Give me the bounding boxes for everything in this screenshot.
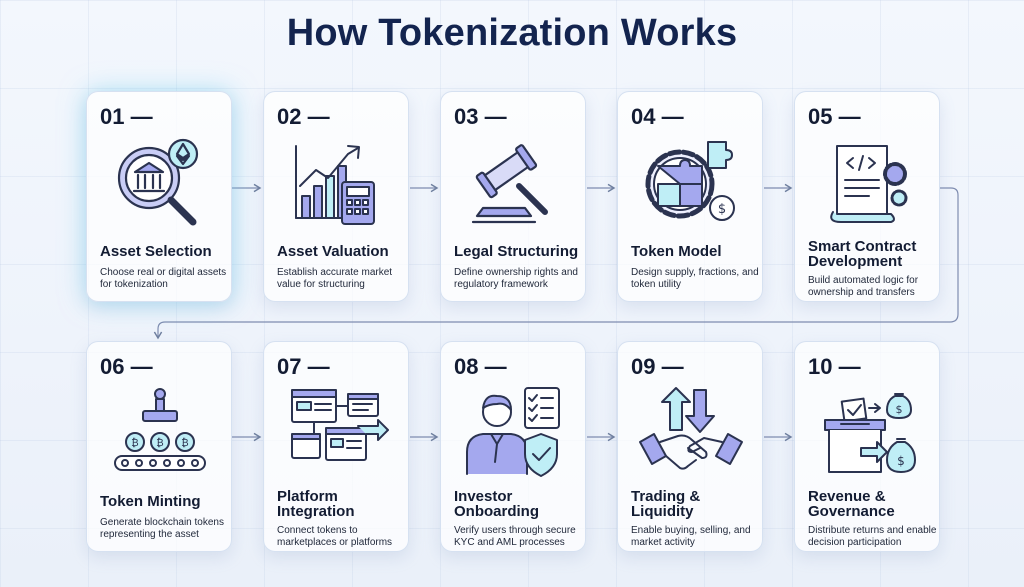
step-description: Choose real or digital assets for tokeni… (100, 267, 227, 290)
step-card-02: 02 — Asset Valuation Establish accurate … (263, 91, 409, 302)
step-card-03: 03 — Legal Structuring Define ownership … (440, 91, 586, 302)
step-number: 05 — (808, 104, 861, 129)
step-number: 01 — (100, 104, 153, 129)
step-title: Asset Selection (100, 243, 212, 260)
step-description: Generate blockchain tokens representing … (100, 517, 224, 540)
svg-text:₿: ₿ (131, 437, 138, 449)
step-number: 09 — (631, 354, 684, 379)
step-description: Enable buying, selling, and market activ… (631, 525, 751, 548)
step-card-05: 05 — Smart Contract Development Build au… (794, 91, 940, 302)
svg-text:$: $ (897, 454, 905, 468)
step-number: 08 — (454, 354, 507, 379)
step-description: Design supply, fractions, and token util… (631, 267, 759, 290)
magnifier-bank-icon (117, 138, 199, 226)
step-title: Token Model (631, 243, 722, 260)
step-card-10: 10 — $ $ Revenue & Governance Distribute… (794, 341, 940, 552)
step-title: Revenue & Governance (808, 488, 895, 520)
step-number: 04 — (631, 104, 684, 129)
step-title: Legal Structuring (454, 243, 579, 260)
step-title: Asset Valuation (277, 243, 389, 260)
connector-5-6 (153, 187, 959, 340)
step-number: 03 — (454, 104, 507, 129)
handshake-arrows-icon (639, 387, 743, 470)
contract-code-icon (830, 145, 908, 223)
gavel-icon (471, 144, 548, 224)
step-number: 06 — (100, 354, 153, 379)
chart-calculator-icon (295, 145, 375, 225)
step-title: Platform Integration (277, 488, 355, 520)
step-number: 07 — (277, 354, 330, 379)
investor-shield-icon (466, 387, 560, 477)
step-card-06: 06 — ₿ ₿ ₿ Token Minting Generate blockc… (86, 341, 232, 552)
step-card-08: 08 — Investor Onboarding Verify users th… (440, 341, 586, 552)
step-title: Investor Onboarding (454, 488, 539, 520)
step-description: Distribute returns and enable decision p… (808, 525, 937, 548)
svg-text:₿: ₿ (181, 437, 188, 449)
step-description: Establish accurate market value for stru… (277, 267, 393, 290)
step-description: Verify users through secure KYC and AML … (454, 525, 576, 548)
step-card-07: 07 — Platform Integration Connect tokens… (263, 341, 409, 552)
svg-text:₿: ₿ (156, 437, 163, 449)
step-title: Token Minting (100, 493, 201, 510)
step-number: 10 — (808, 354, 861, 379)
step-description: Build automated logic for ownership and … (808, 275, 919, 298)
stamp-coins-icon: ₿ ₿ ₿ (114, 388, 206, 471)
svg-text:$: $ (896, 403, 903, 416)
puzzle-gear-icon: $ (645, 141, 735, 221)
step-card-04: 04 — $ Token Model Design supply, fracti… (617, 91, 763, 302)
step-number: 02 — (277, 104, 330, 129)
step-card-09: 09 — Trading & Liquidity Enable buying, … (617, 341, 763, 552)
step-title: Smart Contract Development (808, 238, 917, 270)
browser-windows-icon (291, 389, 389, 461)
step-description: Define ownership rights and regulatory f… (454, 267, 578, 290)
step-title: Trading & Liquidity (631, 488, 701, 520)
page-title: How Tokenization Works (286, 12, 738, 54)
ballot-money-icon: $ $ (824, 393, 916, 473)
step-description: Connect tokens to marketplaces or platfo… (277, 525, 393, 548)
step-card-01: 01 — Asset Selection Choose real or digi… (86, 91, 232, 302)
svg-text:$: $ (718, 202, 726, 217)
